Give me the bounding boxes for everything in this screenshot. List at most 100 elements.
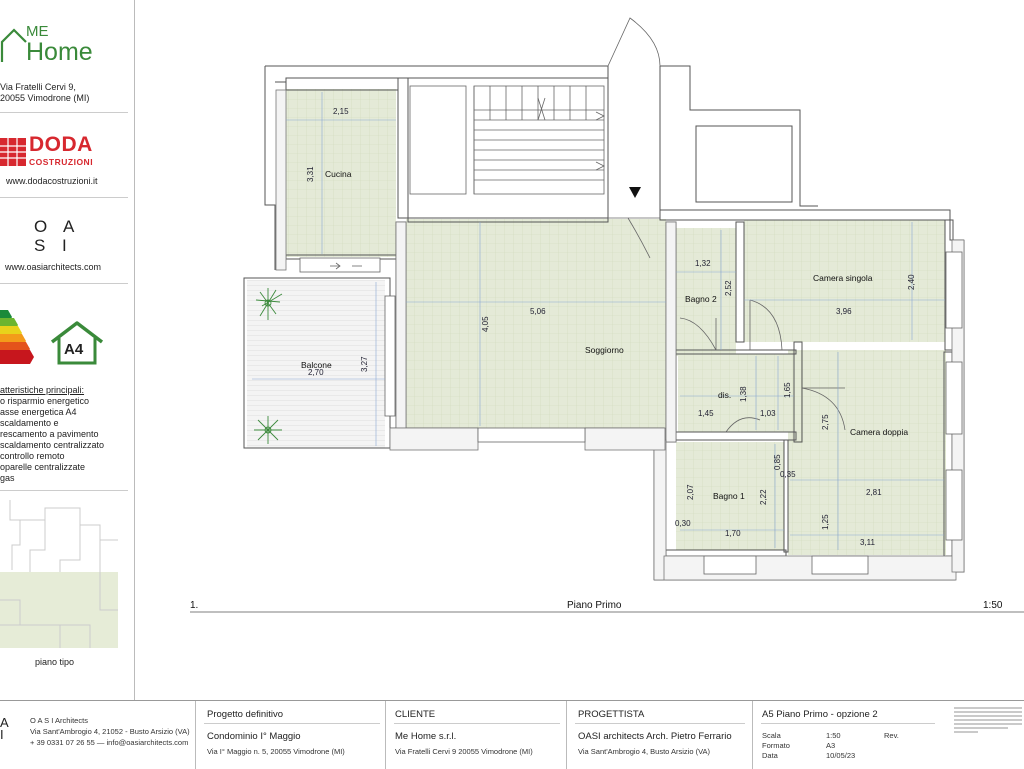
room-soggiorno-label: Soggiorno [585,345,624,355]
doda-building-icon [0,138,26,166]
tb-oasi-name: O A S I Architects [30,716,88,725]
dim-dis-w2: 1,03 [760,409,776,418]
sidebar-divider [0,490,128,491]
dim-camera-singola-w: 3,96 [836,307,852,316]
tb-scala-value: 1:50 [826,731,841,740]
room-balcone-label: Balcone [301,360,332,370]
tb-formato-value: A3 [826,741,836,750]
doda-name: DODA [29,133,93,156]
key-plan-label: piano tipo [35,657,75,667]
dim-bagno1-c: 0,30 [675,519,691,528]
floor-plan-drawing: 2,15 3,31 2,70 3,27 4,05 5,06 1,32 2,52 … [190,17,1024,613]
dim-cucina-h: 3,31 [306,166,315,182]
key-plan-map [0,500,118,648]
energy-feature-item: gas [0,473,15,483]
oasi-url: www.oasiarchitects.com [5,262,102,272]
tb-project-label: Progetto definitivo [207,709,284,720]
tb-formato-label: Formato [762,741,790,750]
company-address-line2: 20055 Vimodrone (MI) [0,93,90,103]
dim-cucina-w: 2,15 [333,107,349,116]
dim-balcone-w: 2,70 [308,368,324,377]
doda-subtitle: COSTRUZIONI [29,157,94,167]
tb-client-col: CLIENTE Me Home s.r.l. Via Fratelli Cerv… [385,701,566,769]
tb-client-addr: Via Fratelli Cervi 9 20055 Vimodrone (MI… [395,747,533,756]
energy-feature-item: rescamento a pavimento [0,429,99,439]
energy-house-badge-icon [50,321,104,365]
tb-client-label: CLIENTE [395,709,436,720]
sidebar-divider [0,197,128,198]
caption-scale: 1:50 [983,600,1003,611]
tb-rev-label: Rev. [884,731,899,740]
tb-sheet-title: A5 Piano Primo - opzione 2 [762,709,878,720]
drawing-caption: 1. Piano Primo 1:50 [190,600,1003,611]
sidebar-panel: ME Home Via Fratelli Cervi 9, 20055 Vimo… [0,0,135,700]
dimension-labels: 2,15 3,31 2,70 3,27 4,05 5,06 1,32 2,52 … [306,107,916,547]
energy-features-title: atteristiche principali: [0,385,85,395]
dimension-lines [252,92,945,550]
windows [299,251,963,575]
dim-camera-doppia-w: 2,81 [866,488,882,497]
tb-sheet-col: A5 Piano Primo - opzione 2 Scala 1:50 Re… [752,701,941,769]
energy-feature-item: scaldamento e [0,418,59,428]
dim-bagno2-w: 1,32 [695,259,711,268]
energy-feature-item: oparelle centralizzate [0,462,86,472]
tb-client-name: Me Home s.r.l. [395,731,457,742]
tb-project-col: Progetto definitivo Condominio I° Maggio… [195,701,386,769]
tb-oasi-addr: Via Sant'Ambrogio 4, 21052 - Busto Arsiz… [30,727,190,736]
dim-camera-doppia-h2: 1,25 [821,514,830,530]
energy-feature-item: asse energetica A4 [0,407,77,417]
me-home-logo-icon [0,28,27,62]
room-cucina-label: Cucina [325,169,352,179]
tb-project-name: Condominio I° Maggio [207,731,301,742]
company-address-line1: Via Fratelli Cervi 9, [0,82,76,92]
dim-camera-doppia-h: 2,75 [821,414,830,430]
caption-number: 1. [190,600,198,611]
energy-feature-item: scaldamento centralizzato [0,440,105,450]
dim-bagno2-h: 2,52 [724,280,733,296]
room-labels: Cucina Balcone Soggiorno Bagno 2 Camera … [301,169,908,501]
tb-oasi-contact: + 39 0331 07 26 55 — info@oasiarchitects… [30,738,189,747]
dim-soggiorno-h: 4,05 [481,316,490,332]
dim-balcone-h: 3,27 [360,356,369,372]
tb-designer-addr: Via Sant'Ambrogio 4, Busto Arsizio (VA) [578,747,711,756]
room-bagno2-label: Bagno 2 [685,294,717,304]
tb-data-label: Data [762,751,778,760]
dim-dis-h1: 1,38 [739,386,748,402]
dim-camera-singola-h: 2,40 [907,274,916,290]
caption-title: Piano Primo [567,600,622,611]
dim-bagno1-a: 0,85 [773,454,782,470]
stairs [409,85,605,195]
room-dis-label: dis. [718,390,731,400]
dim-bagno1-h2: 2,22 [759,489,768,505]
tb-designer-col: PROGETTISTA OASI architects Arch. Pietro… [566,701,751,769]
oasi-logo-line1: O A [34,217,81,236]
dim-dis-h2: 1,65 [783,382,792,398]
doda-url: www.dodacostruzioni.it [6,176,98,186]
tb-data-value: 10/05/23 [826,751,856,760]
doors [330,17,846,433]
dim-dis-w1: 1,45 [698,409,714,418]
dim-bagno1-h: 2,07 [686,484,695,500]
plant-icon [254,416,282,444]
tb-divider [761,723,935,724]
tb-project-addr: Via I° Maggio n. 5, 20055 Vimodrone (MI) [207,747,345,756]
dim-bagno1-w: 1,70 [725,529,741,538]
energy-feature-item: controllo remoto [0,451,65,461]
sidebar-divider [0,283,128,284]
room-camera-doppia-label: Camera doppia [850,427,908,437]
floor-areas [247,89,946,555]
sidebar-divider [0,112,128,113]
room-bagno1-label: Bagno 1 [713,491,745,501]
dim-soggiorno-w: 5,06 [530,307,546,316]
energy-class-bars-icon [0,310,34,364]
logo-me-text: ME [26,23,49,40]
oasi-logo-line2: S I [34,236,73,255]
room-camera-singola-label: Camera singola [813,273,873,283]
plant-icon [255,288,283,320]
tb-divider [394,723,560,724]
dim-bagno1-b: 0,35 [780,470,796,479]
logo-home-text: Home [26,38,93,66]
tb-designer-name: OASI architects Arch. Pietro Ferrario [578,731,732,742]
